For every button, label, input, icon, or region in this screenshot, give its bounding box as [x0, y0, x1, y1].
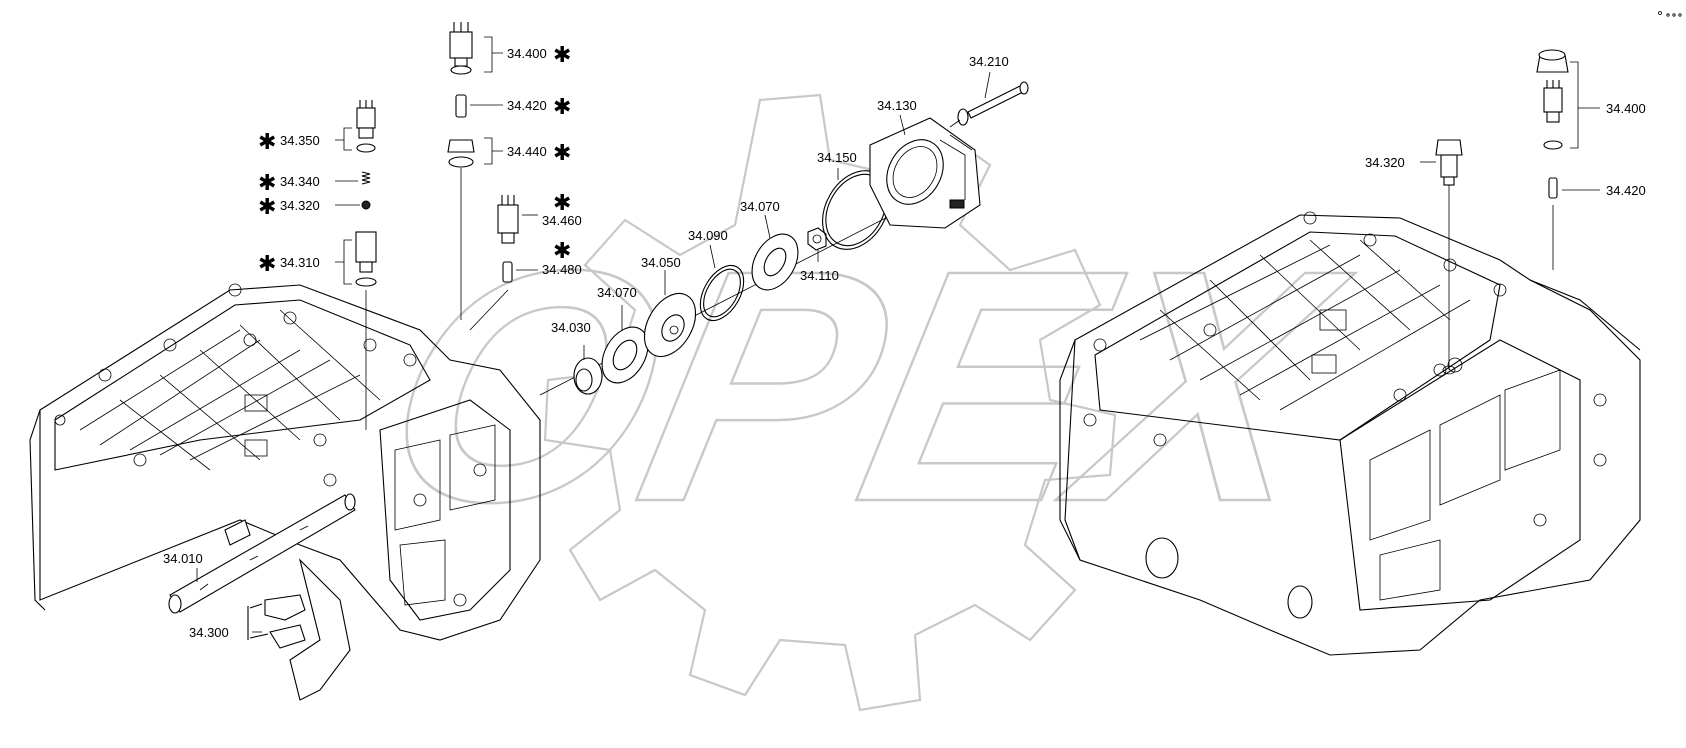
- label-34150: 34.150: [817, 150, 857, 165]
- star-34440: ✱: [553, 141, 571, 166]
- label-34340: 34.340: [280, 174, 320, 189]
- label-34400-left: 34.400: [507, 46, 547, 61]
- label-34070-b: 34.070: [740, 199, 780, 214]
- label-34110: 34.110: [800, 268, 839, 283]
- label-34030: 34.030: [551, 320, 591, 335]
- left-sensor-stack: [355, 100, 377, 430]
- right-sensor-stack-34400: [1536, 49, 1569, 270]
- star-34460: ✱: [553, 191, 571, 216]
- label-34130: 34.130: [877, 98, 917, 113]
- star-34350: ✱: [258, 130, 276, 155]
- star-34420-left: ✱: [553, 95, 571, 120]
- part-34050: [643, 293, 697, 357]
- corner-mark: [1658, 11, 1682, 17]
- label-34460: 34.460: [542, 213, 582, 228]
- label-34070-a: 34.070: [597, 285, 637, 300]
- label-34350: 34.350: [280, 133, 320, 148]
- shift-rail: [168, 493, 356, 614]
- label-34400-right: 34.400: [1606, 101, 1646, 116]
- part-34090: [699, 264, 745, 322]
- part-34070-b: [751, 233, 799, 291]
- star-34400-left: ✱: [553, 43, 571, 68]
- left-housing: [29, 283, 541, 701]
- part-34070-a: [601, 326, 649, 384]
- star-34310: ✱: [258, 252, 276, 277]
- label-34440: 34.440: [507, 144, 547, 159]
- star-34340: ✱: [258, 171, 276, 196]
- left-housing-bolts: [54, 283, 487, 607]
- label-34210: 34.210: [969, 54, 1009, 69]
- watermark-text: OPEX: [359, 201, 1371, 570]
- star-34480: ✱: [553, 239, 571, 264]
- part-34130-cover: [869, 117, 981, 229]
- shift-forks: [247, 594, 306, 649]
- label-34090: 34.090: [688, 228, 728, 243]
- part-34110: [807, 227, 827, 251]
- watermark: OPEX: [358, 93, 1373, 712]
- label-34420-right: 34.420: [1606, 183, 1646, 198]
- right-sensor-34320: [1435, 139, 1463, 375]
- part-labels: 34.400 ✱ 34.420 ✱ 34.440 ✱ ✱ 34.350 ✱ 34…: [163, 43, 1646, 640]
- label-34050: 34.050: [641, 255, 681, 270]
- mid-sensor-stack: [447, 22, 475, 320]
- watermark-gear: [543, 93, 1117, 712]
- label-34480: 34.480: [542, 262, 582, 277]
- label-34010: 34.010: [163, 551, 203, 566]
- part-34210-bolt: [949, 81, 1029, 128]
- star-34320-left: ✱: [258, 195, 276, 220]
- label-34310: 34.310: [280, 255, 320, 270]
- right-housing: [1059, 211, 1641, 656]
- leader-lines: [196, 36, 1600, 633]
- central-parts: [539, 81, 1029, 396]
- label-34320-right: 34.320: [1365, 155, 1405, 170]
- label-34420-left: 34.420: [507, 98, 547, 113]
- right-housing-bolts: [1083, 211, 1607, 527]
- sensor-34460: [469, 195, 519, 331]
- part-34030: [573, 357, 603, 395]
- label-34320-left: 34.320: [280, 198, 320, 213]
- label-34300: 34.300: [189, 625, 229, 640]
